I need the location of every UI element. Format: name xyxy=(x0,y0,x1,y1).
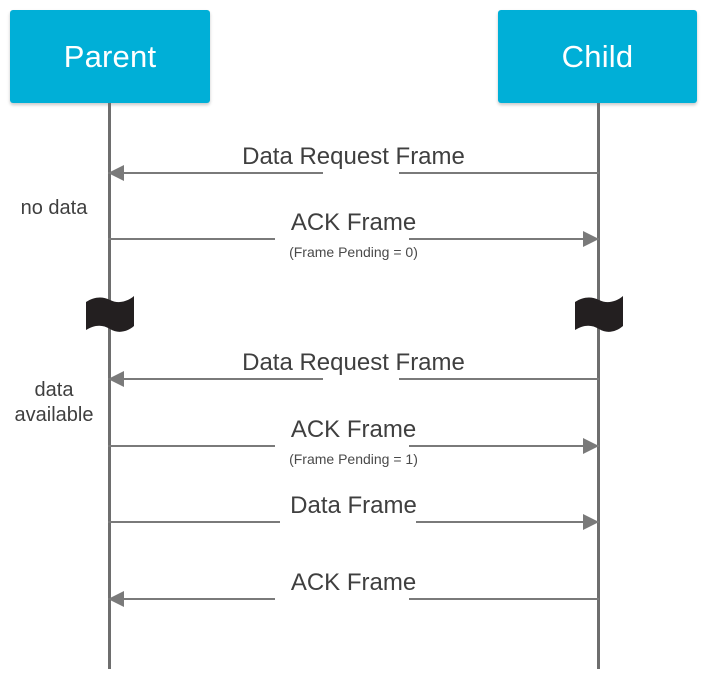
message-sublabel: (Frame Pending = 1) xyxy=(289,451,418,467)
side-note-data-available: data available xyxy=(4,378,104,428)
arrowhead-right-icon xyxy=(583,438,599,454)
side-note-no-data-text: no data xyxy=(20,197,88,219)
message-label: ACK Frame xyxy=(290,569,417,596)
message-line-left xyxy=(108,598,275,600)
arrowhead-right-icon xyxy=(583,231,599,247)
message-label: ACK Frame xyxy=(290,209,417,236)
message-line-right xyxy=(399,172,599,174)
participant-box-parent[interactable]: Parent xyxy=(10,10,210,103)
message-line-right xyxy=(399,378,599,380)
arrowhead-left-icon xyxy=(108,165,124,181)
arrowhead-left-icon xyxy=(108,371,124,387)
lifeline-child xyxy=(597,103,600,669)
message-line-left xyxy=(108,378,323,380)
message-line-right xyxy=(409,238,599,240)
message-line-right xyxy=(409,445,599,447)
lifeline-break-icon-parent xyxy=(84,294,136,334)
side-note-data-available-line2: available xyxy=(14,404,94,426)
message-label: Data Request Frame xyxy=(242,143,465,170)
arrowhead-left-icon xyxy=(108,591,124,607)
message-line-left xyxy=(108,172,323,174)
participant-label-child: Child xyxy=(561,39,634,74)
lifeline-break-icon-child xyxy=(573,294,625,334)
participant-label-parent: Parent xyxy=(63,39,157,74)
message-line-left xyxy=(108,521,280,523)
message-line-right xyxy=(416,521,599,523)
message-line-right xyxy=(409,598,599,600)
message-label: Data Frame xyxy=(290,492,417,519)
arrowhead-right-icon xyxy=(583,514,599,530)
message-label: ACK Frame xyxy=(290,416,417,443)
side-note-no-data: no data xyxy=(4,196,104,221)
message-sublabel: (Frame Pending = 0) xyxy=(289,244,418,260)
participant-box-child[interactable]: Child xyxy=(498,10,697,103)
message-line-left xyxy=(108,238,275,240)
side-note-data-available-line1: data xyxy=(34,379,74,401)
message-line-left xyxy=(108,445,275,447)
message-label: Data Request Frame xyxy=(242,349,465,376)
